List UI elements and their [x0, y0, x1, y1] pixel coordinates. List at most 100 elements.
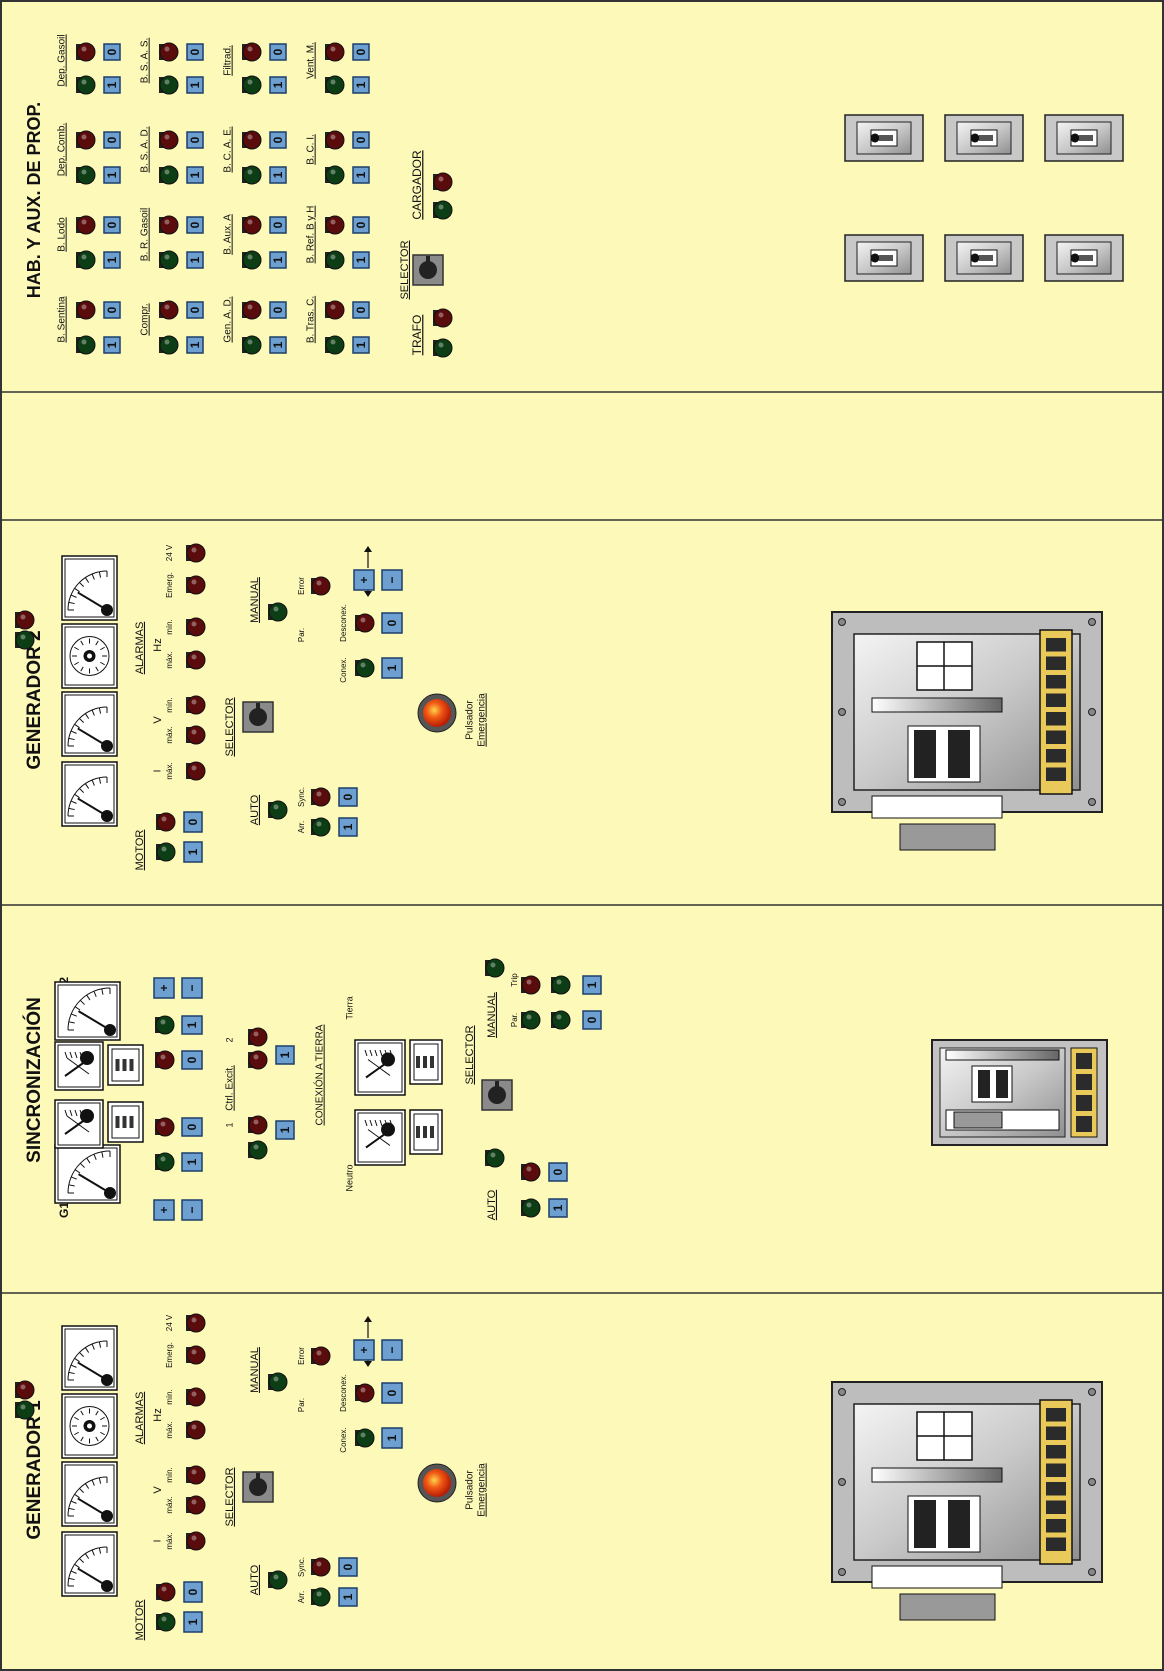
- panel-button[interactable]: 0: [352, 216, 370, 234]
- panel-button[interactable]: 1: [186, 166, 204, 184]
- panel-button[interactable]: 0: [186, 43, 204, 61]
- button-face[interactable]: [338, 787, 358, 807]
- panel-button[interactable]: 0: [103, 301, 121, 319]
- button-face[interactable]: [181, 1050, 203, 1070]
- pushbutton-cap[interactable]: [423, 699, 451, 727]
- panel-button[interactable]: 1: [181, 1152, 203, 1172]
- button-face[interactable]: [381, 1382, 403, 1404]
- button-face[interactable]: [381, 1339, 403, 1361]
- button-face[interactable]: [381, 569, 403, 591]
- button-face[interactable]: [181, 977, 203, 999]
- selector-switch[interactable]: [412, 254, 444, 286]
- selector-handle[interactable]: [256, 1473, 260, 1487]
- panel-button[interactable]: −: [381, 1339, 403, 1361]
- pushbutton-cap[interactable]: [423, 1469, 451, 1497]
- selector-switch[interactable]: [242, 1471, 274, 1503]
- mini-breaker[interactable]: [944, 114, 1024, 162]
- button-face[interactable]: [181, 1015, 203, 1035]
- panel-button[interactable]: 0: [582, 1010, 602, 1030]
- panel-button[interactable]: +: [153, 1199, 175, 1221]
- panel-button[interactable]: 1: [103, 76, 121, 94]
- panel-button[interactable]: 1: [269, 76, 287, 94]
- bus-tie-breaker[interactable]: [931, 1039, 1108, 1146]
- panel-button[interactable]: +: [153, 977, 175, 999]
- panel-button[interactable]: 1: [352, 166, 370, 184]
- panel-button[interactable]: 1: [186, 76, 204, 94]
- panel-button[interactable]: 1: [338, 1587, 358, 1607]
- panel-button[interactable]: −: [181, 977, 203, 999]
- panel-button[interactable]: 1: [186, 336, 204, 354]
- mini-breaker[interactable]: [1044, 114, 1124, 162]
- panel-button[interactable]: 1: [352, 76, 370, 94]
- panel-button[interactable]: 0: [186, 216, 204, 234]
- button-face[interactable]: [548, 1198, 568, 1218]
- emergency-pushbutton[interactable]: [417, 693, 457, 733]
- button-face[interactable]: [103, 336, 121, 354]
- panel-button[interactable]: 0: [103, 216, 121, 234]
- mini-breaker[interactable]: [1044, 234, 1124, 282]
- selector-switch[interactable]: [481, 1079, 513, 1111]
- mini-breaker[interactable]: [944, 234, 1024, 282]
- mini-lever[interactable]: [979, 135, 993, 141]
- button-face[interactable]: [186, 251, 204, 269]
- button-face[interactable]: [183, 1581, 203, 1603]
- mini-toggle[interactable]: [1070, 253, 1080, 263]
- panel-button[interactable]: 1: [275, 1120, 295, 1140]
- button-face[interactable]: [103, 166, 121, 184]
- button-face[interactable]: [352, 166, 370, 184]
- button-face[interactable]: [381, 612, 403, 634]
- panel-button[interactable]: 1: [275, 1045, 295, 1065]
- mini-toggle[interactable]: [970, 133, 980, 143]
- main-breaker[interactable]: [831, 611, 1103, 851]
- mini-lever[interactable]: [879, 255, 893, 261]
- button-face[interactable]: [186, 43, 204, 61]
- button-face[interactable]: [269, 166, 287, 184]
- panel-button[interactable]: 1: [183, 1611, 203, 1633]
- selector-handle[interactable]: [495, 1081, 499, 1095]
- main-breaker[interactable]: [831, 1381, 1103, 1621]
- button-face[interactable]: [103, 131, 121, 149]
- panel-button[interactable]: 0: [352, 301, 370, 319]
- button-face[interactable]: [338, 817, 358, 837]
- button-face[interactable]: [548, 1162, 568, 1182]
- panel-button[interactable]: 0: [181, 1050, 203, 1070]
- button-face[interactable]: [186, 131, 204, 149]
- selector-switch[interactable]: [242, 701, 274, 733]
- panel-button[interactable]: 0: [548, 1162, 568, 1182]
- panel-button[interactable]: 0: [269, 301, 287, 319]
- panel-button[interactable]: 0: [269, 216, 287, 234]
- button-face[interactable]: [275, 1120, 295, 1140]
- panel-button[interactable]: 1: [103, 166, 121, 184]
- mini-breaker[interactable]: [844, 234, 924, 282]
- mini-toggle[interactable]: [870, 133, 880, 143]
- panel-button[interactable]: 0: [186, 131, 204, 149]
- button-face[interactable]: [269, 251, 287, 269]
- breaker-handle[interactable]: [953, 1111, 1003, 1129]
- selector-handle[interactable]: [256, 703, 260, 717]
- button-face[interactable]: [153, 977, 175, 999]
- panel-button[interactable]: 1: [269, 166, 287, 184]
- button-face[interactable]: [352, 336, 370, 354]
- button-face[interactable]: [582, 1010, 602, 1030]
- breaker-handle[interactable]: [899, 823, 996, 851]
- panel-button[interactable]: 1: [186, 251, 204, 269]
- panel-button[interactable]: 0: [352, 131, 370, 149]
- button-face[interactable]: [352, 76, 370, 94]
- button-face[interactable]: [181, 1117, 203, 1137]
- button-face[interactable]: [269, 76, 287, 94]
- button-face[interactable]: [269, 216, 287, 234]
- button-face[interactable]: [183, 841, 203, 863]
- panel-button[interactable]: +: [353, 1339, 375, 1361]
- button-face[interactable]: [269, 43, 287, 61]
- panel-button[interactable]: 1: [548, 1198, 568, 1218]
- panel-button[interactable]: 1: [381, 1427, 403, 1449]
- mini-toggle[interactable]: [1070, 133, 1080, 143]
- mini-toggle[interactable]: [970, 253, 980, 263]
- panel-button[interactable]: 1: [269, 336, 287, 354]
- button-face[interactable]: [582, 975, 602, 995]
- panel-button[interactable]: 1: [338, 817, 358, 837]
- panel-button[interactable]: 1: [103, 336, 121, 354]
- button-face[interactable]: [269, 131, 287, 149]
- button-face[interactable]: [275, 1045, 295, 1065]
- button-face[interactable]: [103, 251, 121, 269]
